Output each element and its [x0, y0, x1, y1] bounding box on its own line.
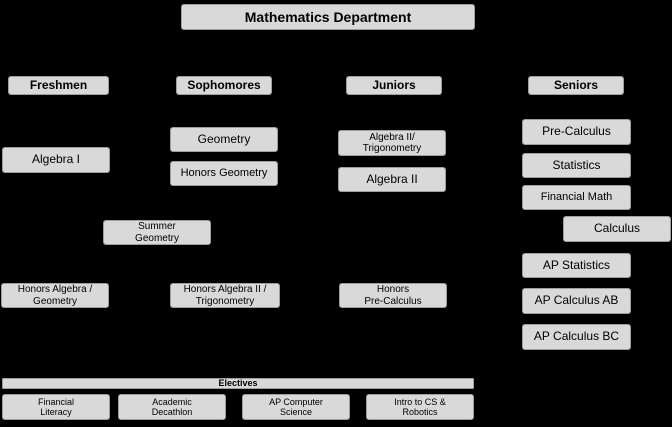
- course-ap-calculus-ab: AP Calculus AB: [522, 288, 631, 314]
- course-algebra-2: Algebra II: [338, 167, 446, 192]
- grade-header-sophomores: Sophomores: [176, 76, 272, 95]
- course-summer-geometry: Summer Geometry: [103, 220, 211, 245]
- course-algebra-2-trigonometry: Algebra II/ Trigonometry: [338, 130, 446, 156]
- course-financial-math: Financial Math: [522, 185, 631, 210]
- elective-item: Financial Literacy: [2, 394, 110, 420]
- course-honors-pre-calculus: Honors Pre-Calculus: [339, 283, 447, 308]
- course-calculus: Calculus: [563, 216, 671, 242]
- elective-item: Academic Decathlon: [118, 394, 226, 420]
- course-geometry: Geometry: [170, 127, 278, 152]
- course-honors-algebra-2-trigonometry: Honors Algebra II / Trigonometry: [170, 283, 280, 308]
- elective-item: AP Computer Science: [242, 394, 350, 420]
- diagram-title: Mathematics Department: [181, 4, 475, 30]
- course-honors-geometry: Honors Geometry: [170, 161, 278, 186]
- grade-header-juniors: Juniors: [346, 76, 442, 95]
- course-ap-calculus-bc: AP Calculus BC: [522, 324, 631, 350]
- elective-item: Intro to CS & Robotics: [366, 394, 474, 420]
- grade-header-seniors: Seniors: [528, 76, 624, 95]
- course-statistics: Statistics: [522, 153, 631, 178]
- grade-header-freshmen: Freshmen: [8, 76, 109, 95]
- course-algebra-1: Algebra I: [2, 147, 110, 173]
- electives-header: Electives: [2, 378, 474, 389]
- course-ap-statistics: AP Statistics: [522, 253, 631, 278]
- course-pre-calculus: Pre-Calculus: [522, 119, 631, 145]
- course-honors-algebra-geometry: Honors Algebra / Geometry: [1, 283, 109, 308]
